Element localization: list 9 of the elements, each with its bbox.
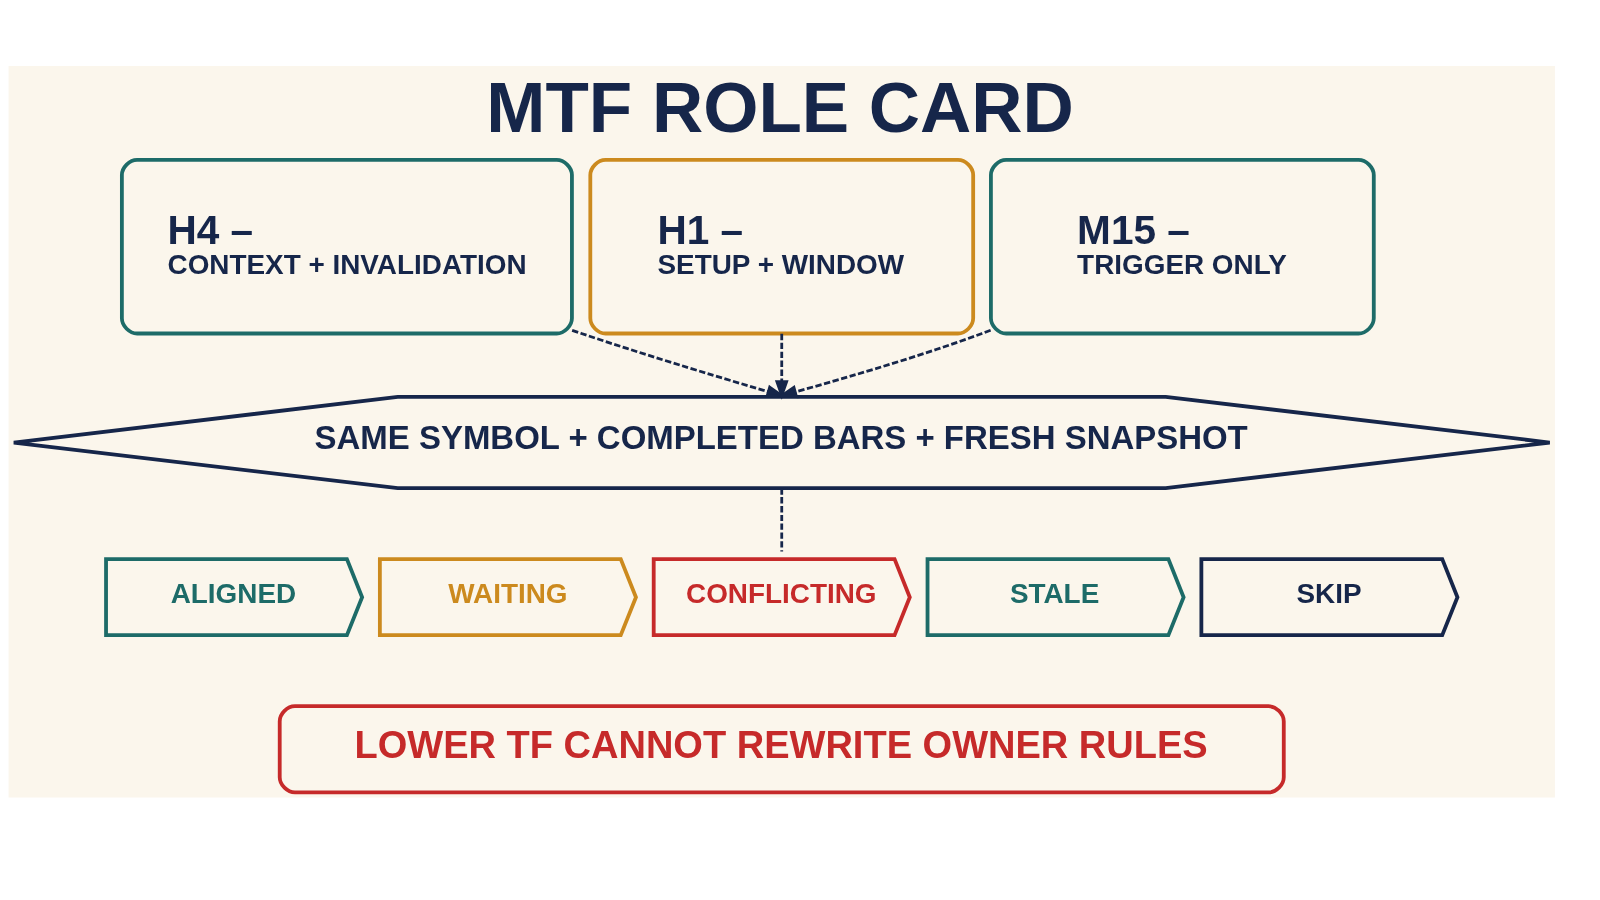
node-box: H4 – CONTEXT + INVALIDATION (119, 157, 574, 336)
node-box: H1 – SETUP + WINDOW (588, 157, 976, 336)
arrow (571, 329, 786, 398)
node-box: LOWER TF CANNOT REWRITE OWNER RULES (277, 704, 1286, 795)
arrow (774, 333, 789, 400)
diagram-title: MTF ROLE CARD (486, 67, 1074, 147)
node-box: M15 – TRIGGER ONLY (989, 157, 1376, 336)
arrow (777, 329, 992, 399)
connector (780, 488, 784, 552)
